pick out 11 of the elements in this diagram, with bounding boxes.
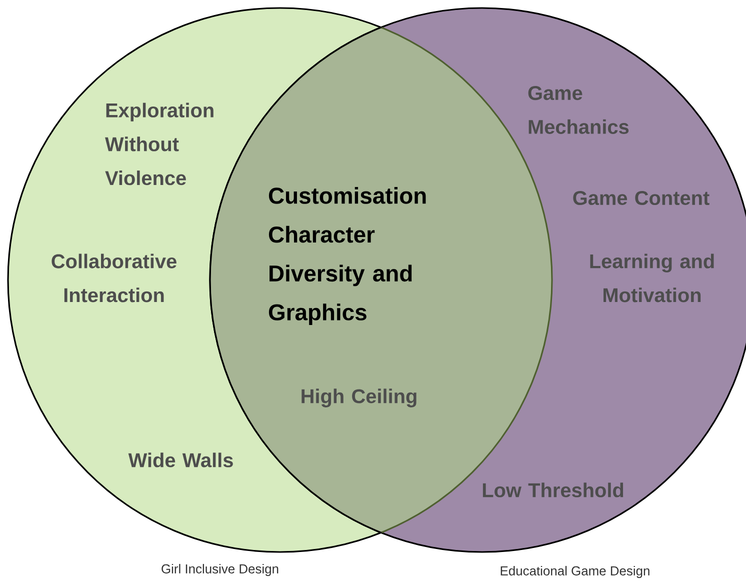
item-text: High Ceiling — [302, 388, 416, 408]
item-text: Wide Walls — [128, 452, 233, 468]
item-text: Learning and Motivation — [590, 254, 714, 302]
item-text: Exploration Without Violence — [105, 102, 214, 186]
item-text: Game Mechanics — [528, 86, 629, 134]
item-text: Collaborative Interaction — [52, 254, 176, 302]
set-caption: Educational Game Design — [500, 566, 650, 578]
item-text: Game Content — [573, 190, 710, 206]
item-text: Low Threshold — [482, 482, 624, 498]
heading-text: Customisation Character Diversity and Graphics — [268, 187, 426, 325]
set-caption: Girl Inclusive Design — [162, 564, 278, 576]
